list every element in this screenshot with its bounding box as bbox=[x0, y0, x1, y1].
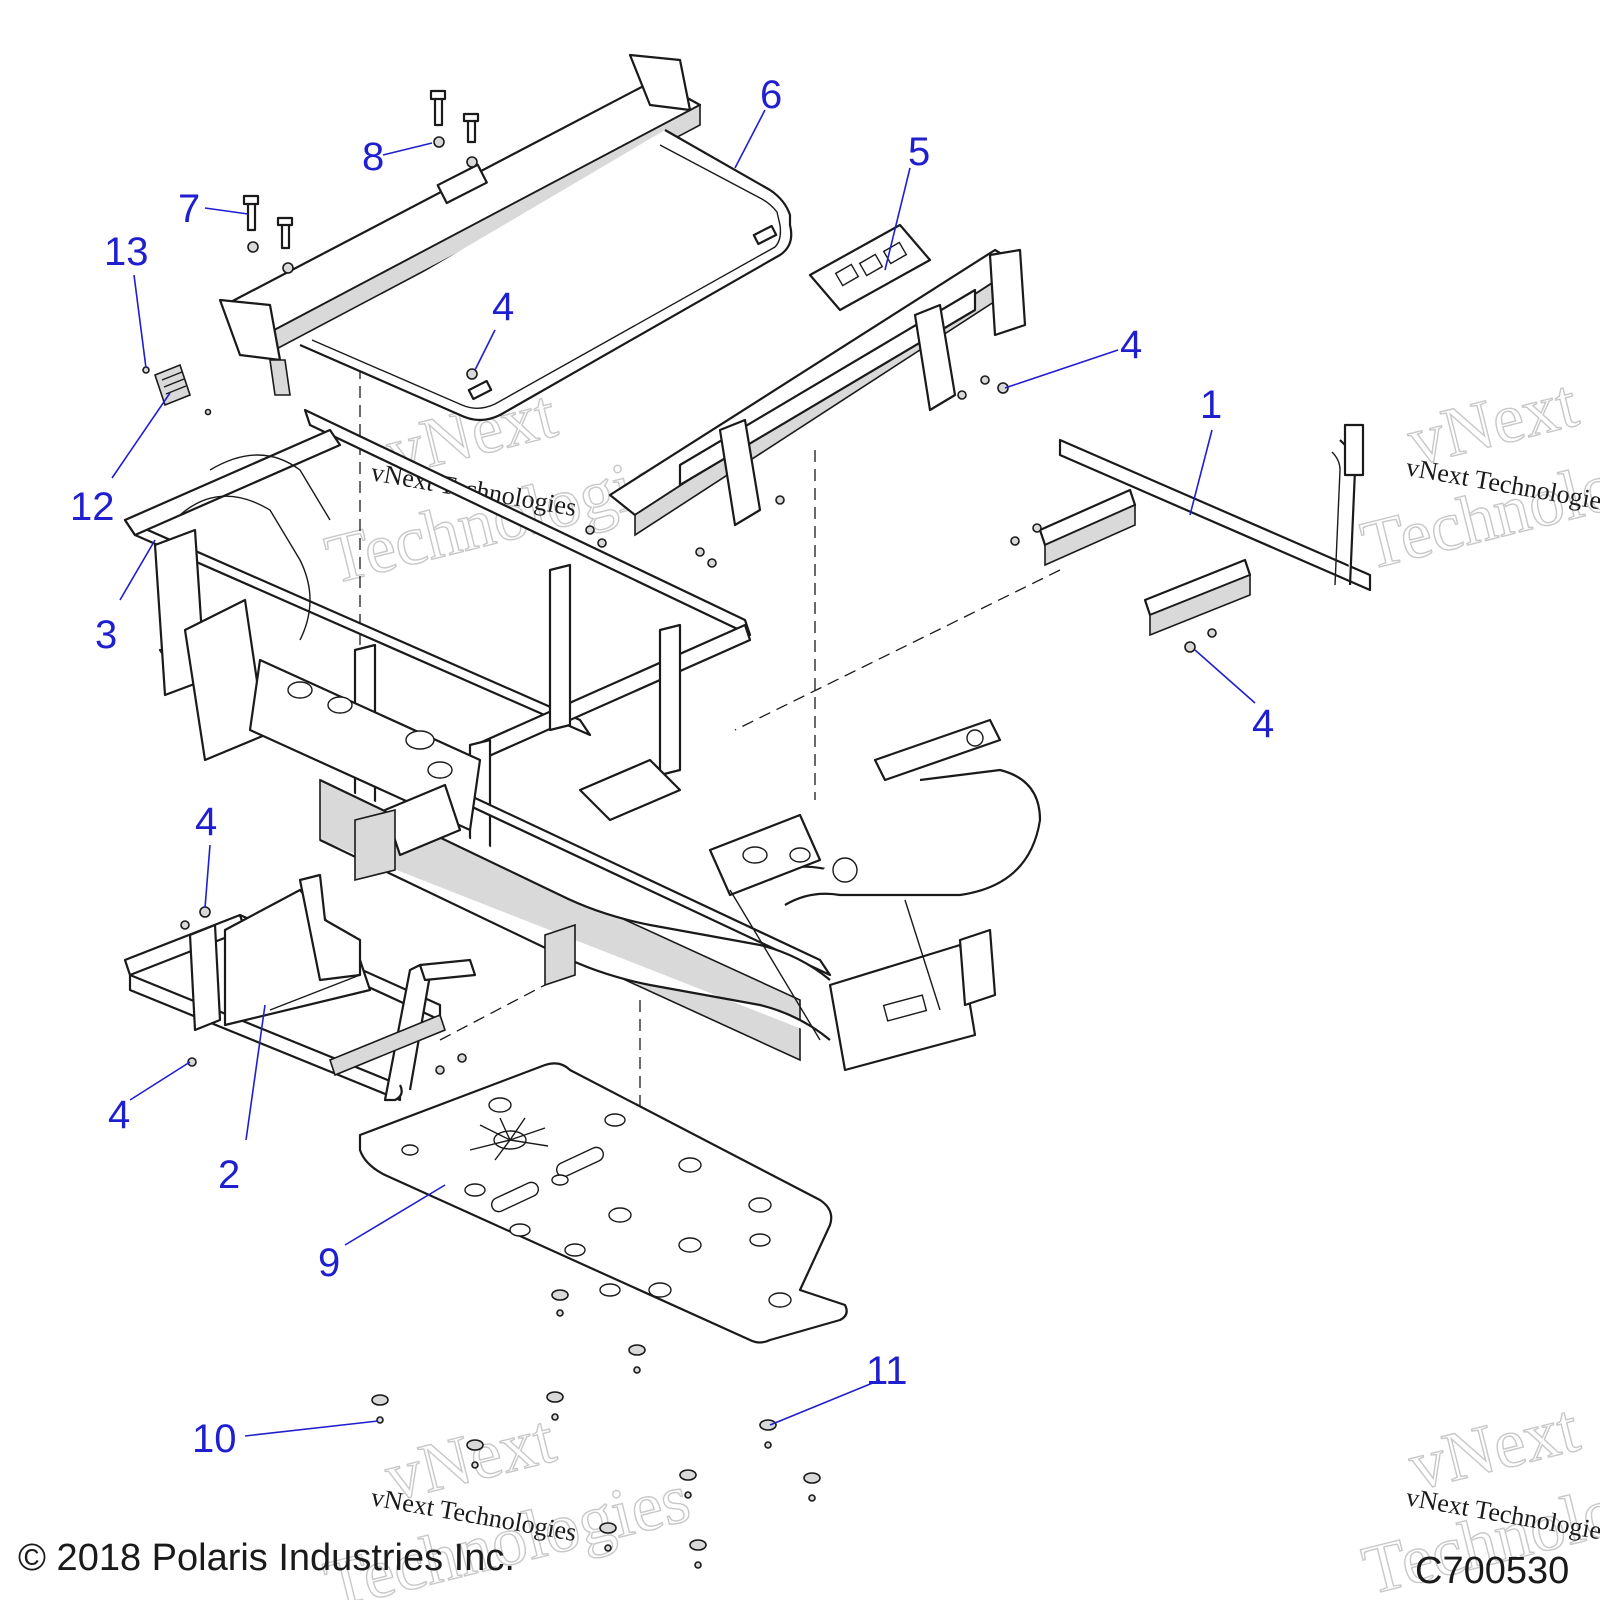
callout-4-left: 4 bbox=[195, 800, 217, 844]
part-2-floor-support bbox=[123, 873, 477, 1102]
callout-6: 6 bbox=[760, 73, 782, 117]
bolt-8 bbox=[429, 89, 480, 168]
assembly-line-rear-bracket bbox=[734, 569, 1061, 731]
callout-3: 3 bbox=[95, 613, 117, 657]
callout-4-floor: 4 bbox=[108, 1093, 130, 1137]
callout-13: 13 bbox=[104, 230, 149, 274]
callout-4-rear: 4 bbox=[1252, 702, 1274, 746]
callout-12: 12 bbox=[70, 485, 115, 529]
small-fasteners bbox=[180, 368, 1217, 1075]
callout-5: 5 bbox=[908, 130, 930, 174]
bolt-7 bbox=[242, 194, 294, 274]
skid-plate-vent bbox=[469, 1117, 549, 1161]
assembly-lines bbox=[359, 310, 1061, 1210]
part-5-front-crossmember bbox=[608, 223, 1027, 537]
callout-1: 1 bbox=[1200, 383, 1222, 427]
copyright-text: © 2018 Polaris Industries Inc. bbox=[18, 1537, 515, 1579]
callout-8: 8 bbox=[362, 135, 384, 179]
part-9-skid-plate bbox=[358, 1062, 848, 1344]
part-12-13 bbox=[142, 363, 212, 416]
footer: © 2018 Polaris Industries Inc. C700530 bbox=[18, 1537, 1569, 1592]
plate-12 bbox=[154, 363, 191, 407]
callout-7: 7 bbox=[178, 187, 200, 231]
fasteners-7-8 bbox=[242, 89, 480, 274]
figure-code: C700530 bbox=[1415, 1550, 1569, 1592]
callout-11: 11 bbox=[866, 1349, 908, 1393]
leader-lines bbox=[111, 109, 1256, 1437]
grommets-10-11 bbox=[371, 1289, 821, 1569]
part-6-cargo-rack bbox=[218, 53, 793, 422]
assembly-line-floor-support bbox=[439, 984, 546, 1041]
part-1-rear-bracket bbox=[1038, 423, 1372, 637]
callout-4-front: 4 bbox=[1120, 323, 1142, 367]
callout-10: 10 bbox=[192, 1417, 237, 1461]
callout-9: 9 bbox=[318, 1241, 340, 1285]
callout-labels: 1 2 3 4 4 4 4 4 5 6 7 8 9 10 11 12 13 bbox=[70, 73, 1274, 1461]
callout-4-rack: 4 bbox=[492, 285, 514, 329]
callout-2: 2 bbox=[218, 1153, 240, 1197]
part-3-main-frame bbox=[123, 408, 1042, 1072]
